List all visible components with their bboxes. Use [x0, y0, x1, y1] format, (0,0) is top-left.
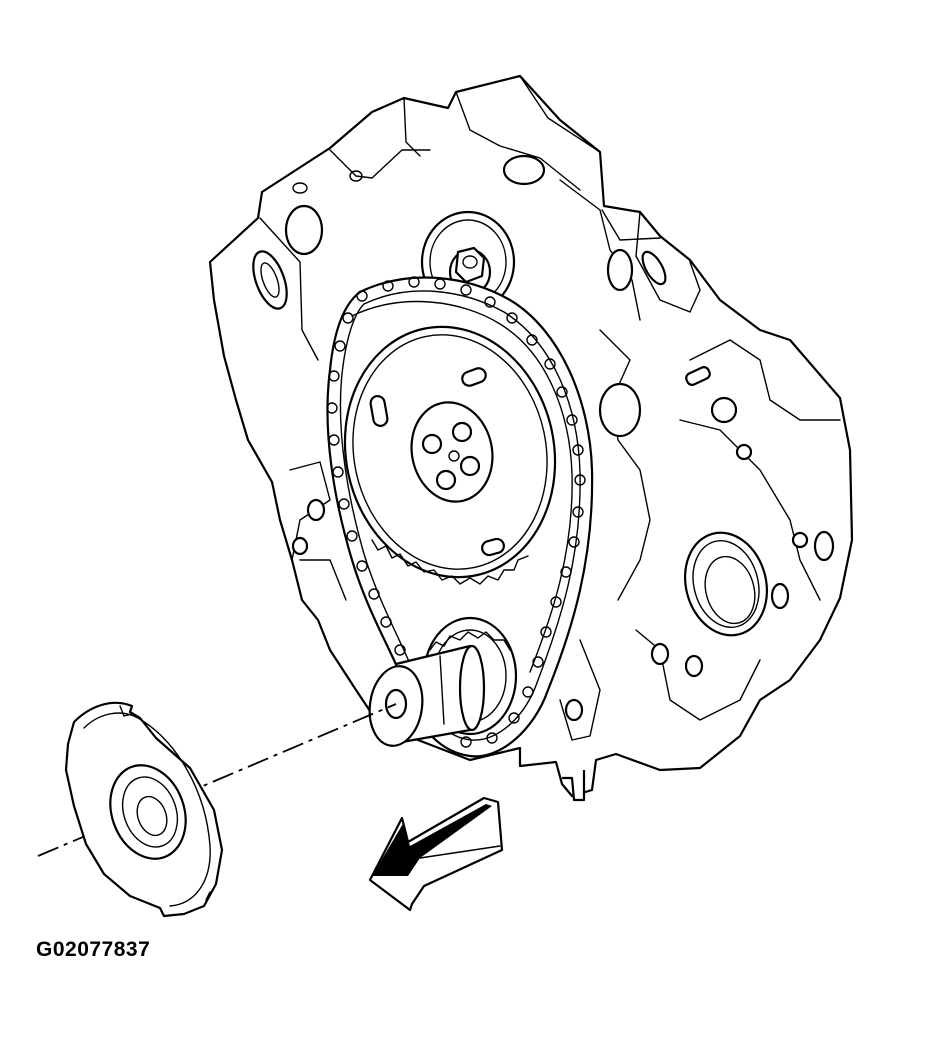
- oil-slinger: [64, 701, 224, 918]
- figure-code: G02077837: [36, 938, 151, 961]
- alignment-centerline: [37, 703, 397, 857]
- crankshaft-sprocket: [368, 616, 518, 747]
- camshaft-sprocket: [343, 325, 557, 585]
- removal-direction-arrow: [368, 796, 504, 912]
